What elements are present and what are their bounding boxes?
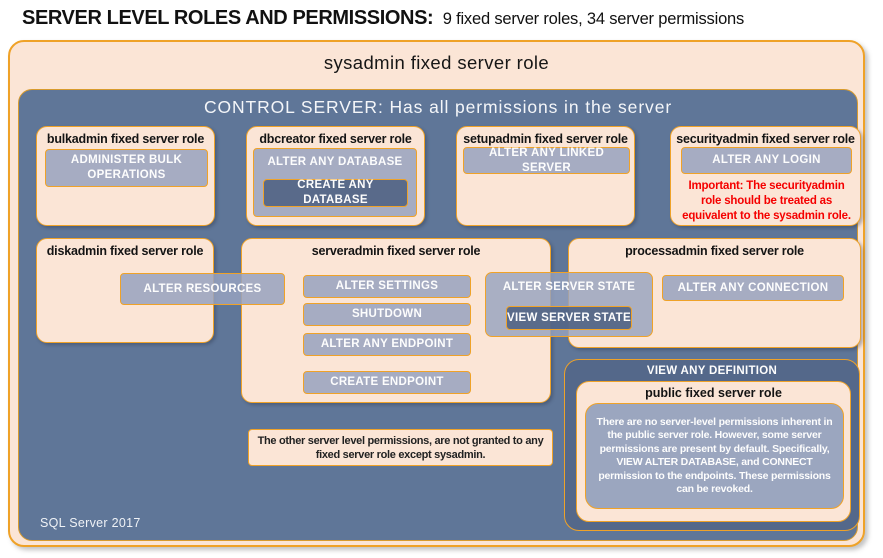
- serveradmin-role-label: serveradmin fixed server role: [311, 244, 481, 258]
- page-title-main: SERVER LEVEL ROLES AND PERMISSIONS:: [22, 7, 434, 29]
- securityadmin-role-label: securityadmin fixed server role: [676, 132, 855, 146]
- processadmin-role-label: processadmin fixed server role: [625, 244, 804, 258]
- setupadmin-role-label: setupadmin fixed server role: [463, 132, 628, 146]
- view-any-definition-label: VIEW ANY DEFINITION: [646, 365, 778, 377]
- setupadmin-role-box: setupadmin fixed server role ALTER ANY L…: [456, 126, 635, 226]
- bulkadmin-role-label: bulkadmin fixed server role: [46, 132, 205, 146]
- bulkadmin-role-box: bulkadmin fixed server role ADMINISTER B…: [36, 126, 215, 226]
- securityadmin-warning-text: Important: The securityadmin role should…: [682, 180, 851, 222]
- diskadmin-role-label: diskadmin fixed server role: [46, 244, 204, 258]
- permission-alter-any-database: ALTER ANY DATABASE CREATE ANY DATABASE: [253, 148, 417, 217]
- permission-alter-any-linked-server: ALTER ANY LINKED SERVER: [463, 147, 630, 174]
- permission-alter-any-database-label: ALTER ANY DATABASE: [267, 156, 403, 168]
- sql-server-version-label: SQL Server 2017: [40, 516, 141, 530]
- permission-create-any-database: CREATE ANY DATABASE: [263, 179, 408, 207]
- public-role-box: public fixed server role There are no se…: [576, 381, 851, 522]
- view-any-definition-box: VIEW ANY DEFINITION public fixed server …: [564, 359, 860, 531]
- dbcreator-role-box: dbcreator fixed server role ALTER ANY DA…: [246, 126, 425, 226]
- sysadmin-role-box: sysadmin fixed server role CONTROL SERVE…: [8, 40, 865, 547]
- permission-alter-settings: ALTER SETTINGS: [303, 275, 471, 298]
- public-role-label: public fixed server role: [645, 386, 782, 400]
- permission-shutdown: SHUTDOWN: [303, 303, 471, 326]
- securityadmin-role-box: securityadmin fixed server role ALTER AN…: [670, 126, 861, 226]
- public-role-note: There are no server-level permissions in…: [585, 403, 844, 509]
- permission-alter-any-connection: ALTER ANY CONNECTION: [662, 275, 844, 301]
- sysadmin-role-label: sysadmin fixed server role: [323, 52, 550, 73]
- permission-alter-resources: ALTER RESOURCES: [120, 273, 285, 305]
- permission-alter-server-state-group: ALTER SERVER STATE VIEW SERVER STATE: [485, 272, 653, 337]
- dbcreator-role-label: dbcreator fixed server role: [259, 132, 412, 146]
- permission-view-server-state: VIEW SERVER STATE: [506, 306, 632, 330]
- permission-administer-bulk-operations: ADMINISTER BULK OPERATIONS: [45, 149, 208, 187]
- control-server-label: CONTROL SERVER: Has all permissions in t…: [203, 97, 673, 117]
- permission-alter-any-endpoint: ALTER ANY ENDPOINT: [303, 333, 471, 356]
- permission-create-endpoint: CREATE ENDPOINT: [303, 371, 471, 394]
- permission-alter-any-login: ALTER ANY LOGIN: [681, 147, 852, 174]
- control-server-box: CONTROL SERVER: Has all permissions in t…: [18, 89, 861, 541]
- permission-alter-server-state-label: ALTER SERVER STATE: [502, 281, 636, 293]
- page-title-subtitle: 9 fixed server roles, 34 server permissi…: [442, 10, 745, 28]
- page-title: SERVER LEVEL ROLES AND PERMISSIONS: 9 fi…: [22, 7, 744, 30]
- other-permissions-note: The other server level permissions, are …: [248, 429, 553, 466]
